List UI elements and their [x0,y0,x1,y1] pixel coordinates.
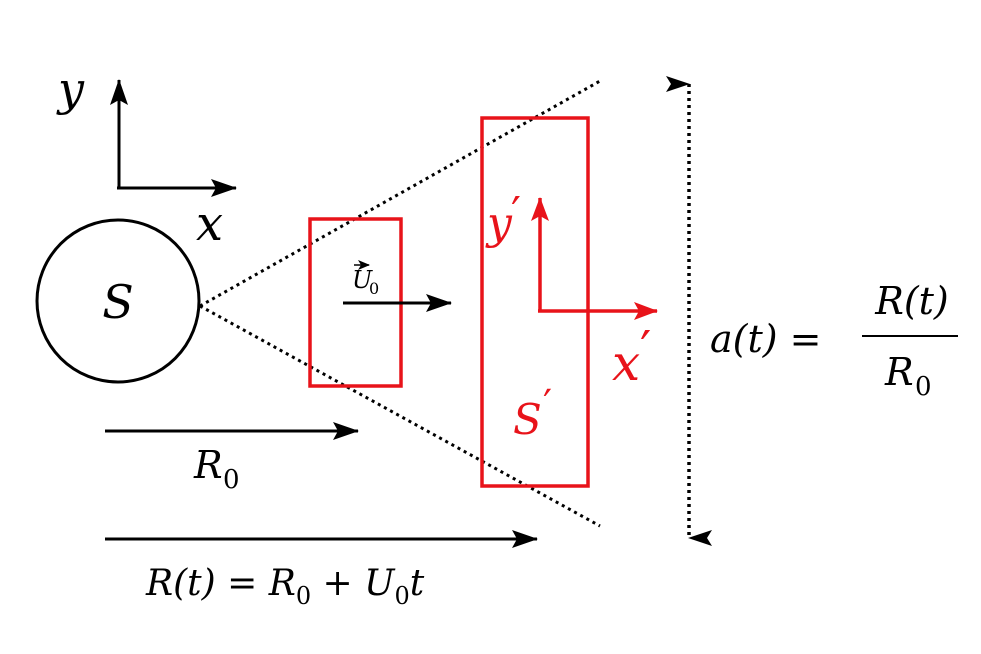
rt-equation: R(t) = R0 + U0t [145,563,425,610]
rt-eq-lhs: R(t) = R [145,563,296,604]
scale-lhs: a(t) = [710,317,822,361]
r0-subscript: 0 [223,465,240,495]
rt-distance: R(t) = R0 + U0t [105,530,538,610]
lab-axes: y x [56,62,237,252]
rt-eq-sub2: 0 [395,582,410,610]
r0-label: R [193,443,223,487]
velocity-label: U [352,266,373,294]
prime-y-mark: ′ [511,188,521,239]
source-circle [35,218,201,384]
lab-y-label: y [56,62,85,116]
rt-eq-end: t [410,563,425,604]
r0-distance: R 0 [105,422,359,495]
velocity-subscript: 0 [369,279,379,298]
moving-frame-prime: ′ [543,382,552,428]
prime-x-mark: ′ [640,320,651,378]
primed-axes: y ′ x ′ S ′ [485,188,658,444]
moving-frame-box [480,116,590,488]
scale-factor-equation: a(t) = R(t) R 0 [710,279,958,402]
expansion-cone [199,79,601,528]
prime-x-label: x [612,334,640,392]
cone-lower-line [199,304,601,528]
rt-eq-sub1: 0 [296,582,311,610]
prime-y-label: y [485,198,513,249]
source-S: S [35,218,201,384]
source-label: S [102,275,134,329]
moving-frame-label: S [513,395,542,444]
scale-denominator: R [884,350,914,394]
lab-x-label: x [196,196,223,252]
scale-numerator: R(t) [874,279,949,323]
scale-denominator-sub: 0 [915,372,932,402]
velocity-vector: U 0 [343,260,452,312]
rt-eq-mid: + U [311,563,396,604]
